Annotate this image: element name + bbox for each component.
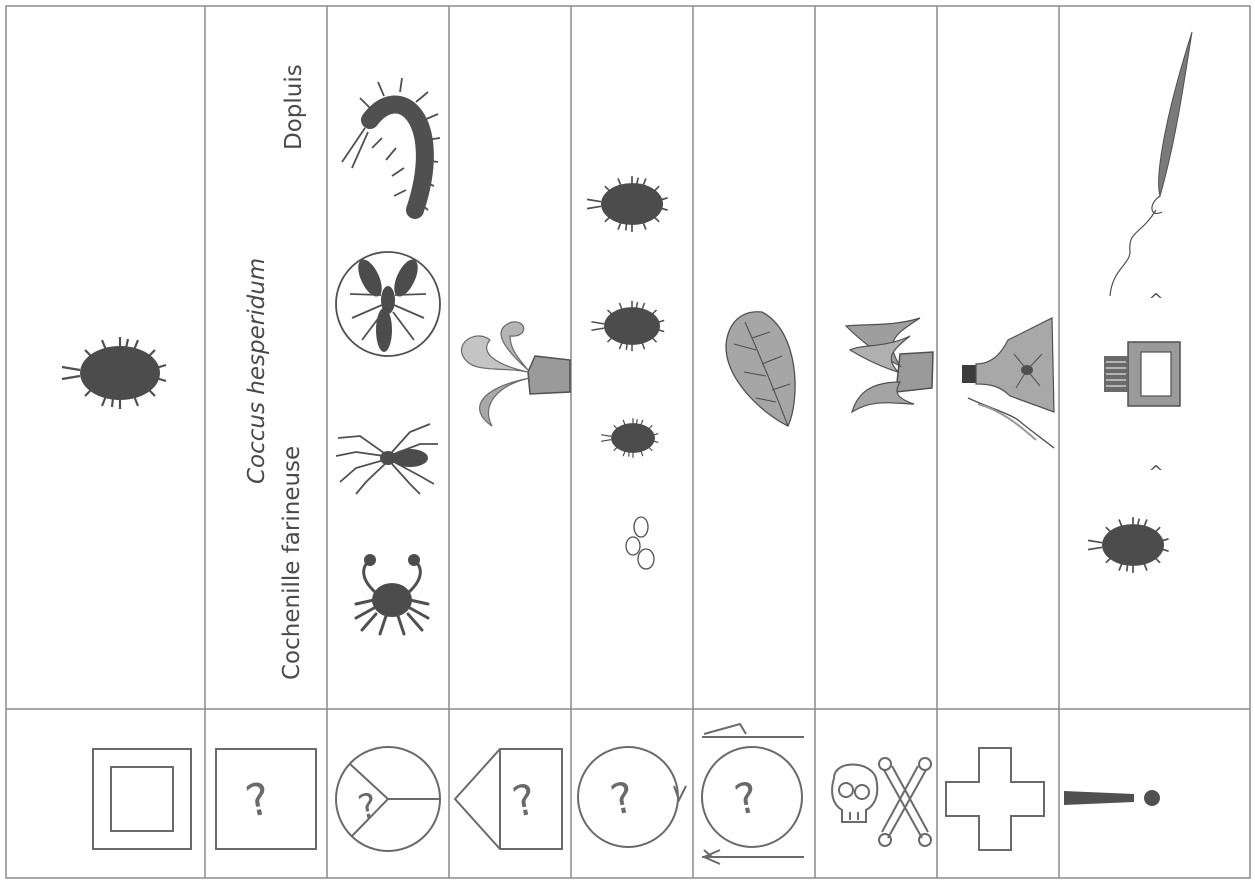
divided-circle-icon: ? xyxy=(336,747,440,851)
question-mark: ? xyxy=(730,772,762,825)
double-square-icon xyxy=(93,749,191,849)
question-mark: ? xyxy=(508,774,540,827)
spider-icon xyxy=(336,424,438,494)
label-latin-name: Coccus hesperidum xyxy=(244,258,270,484)
caret-bottom: ^ xyxy=(1148,462,1163,483)
crab-icon xyxy=(356,554,428,634)
fly-icon xyxy=(336,252,440,356)
eggs-icon xyxy=(626,517,654,569)
pentagon-question-icon: ? xyxy=(455,749,562,849)
feather-duster-icon xyxy=(1110,32,1192,296)
wilted-plant-icon xyxy=(846,318,933,412)
question-mark: ? xyxy=(241,773,274,828)
label-common-name: Cochenille farineuse xyxy=(279,446,305,680)
cross-icon xyxy=(946,748,1044,850)
label-dopluis: Dopluis xyxy=(281,64,307,150)
potted-plant-icon xyxy=(461,322,570,426)
mealybug-adult-icon xyxy=(587,176,668,232)
mealybug-small-icon xyxy=(601,418,658,458)
mealybug-end-icon xyxy=(1088,517,1169,573)
question-mark: ? xyxy=(606,772,638,825)
exclamation-icon xyxy=(1064,790,1160,806)
spray-bottle-icon xyxy=(962,318,1054,448)
skull-crossbones-icon xyxy=(832,758,931,846)
caret-top: ^ xyxy=(1148,290,1163,311)
mealybug-icon xyxy=(62,337,166,409)
mealybug-medium-icon xyxy=(591,301,664,351)
question-mark: ? xyxy=(355,785,381,828)
question-square-icon: ? xyxy=(216,749,316,849)
circle-lines-question-icon: ? xyxy=(702,724,804,864)
leaf-icon xyxy=(726,312,795,426)
centipede-icon xyxy=(342,78,440,210)
brush-icon xyxy=(1104,342,1180,406)
circle-arrow-question-icon: ? xyxy=(578,747,686,847)
